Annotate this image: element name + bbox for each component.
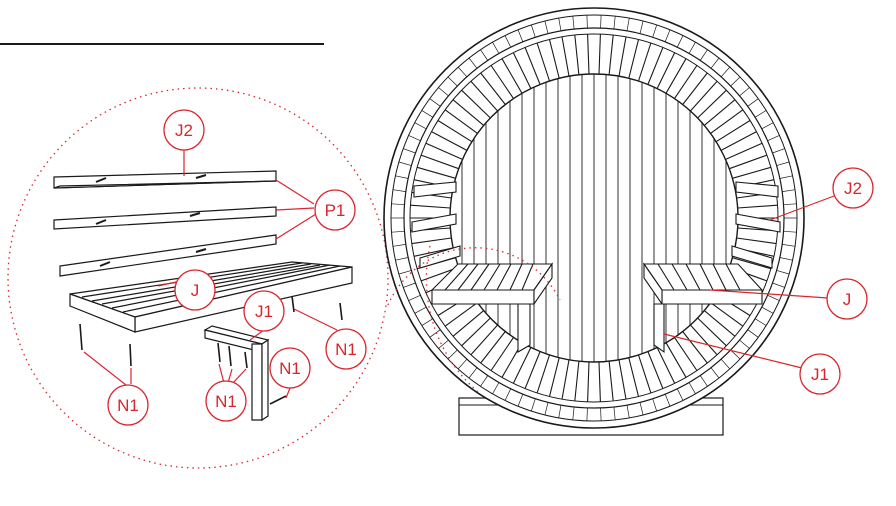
label-j2-detail: J2 [175,121,193,140]
label-j-detail: J [191,281,200,300]
callout-j1-barrel [799,353,841,395]
nails [79,295,343,405]
detail-view: J2 P1 J J1 N1 N1 N1 N1 [7,87,389,469]
label-n1-right: N1 [335,340,357,359]
barrel-leaders [663,195,835,369]
callout-j1-detail [243,290,285,332]
left-seat [430,262,554,353]
callout-j2-barrel [832,167,874,209]
callout-n1-loose [269,347,311,389]
back-wall-boards [461,74,727,362]
barrel-callouts [799,167,874,395]
label-j1-detail: J1 [255,302,273,321]
barrel-view: J2 J J1 [383,7,874,436]
detail-circle [7,87,389,469]
barrel-callout-labels: J2 J J1 [811,179,862,384]
label-j-barrel: J [843,290,852,309]
callout-j2-detail [163,109,205,151]
right-backrest [731,181,781,269]
label-j1-barrel: J1 [811,365,829,384]
left-backrest [411,181,461,269]
seat-support [203,325,270,422]
label-p1: P1 [325,201,346,220]
label-n1-loose: N1 [279,359,301,378]
label-n1-left: N1 [117,396,139,415]
callout-n1-left [107,384,149,426]
backrest-slats [53,170,277,277]
callout-n1-support [205,380,247,422]
callout-j-detail [174,269,216,311]
detail-callout-labels: J2 P1 J J1 N1 N1 N1 N1 [117,121,357,415]
callout-p1 [314,189,356,231]
callout-j-barrel [826,278,868,320]
label-n1-support: N1 [215,392,237,411]
callout-n1-right [325,328,367,370]
detail-callouts [107,109,367,426]
detail-leaders [83,149,338,399]
label-j2-barrel: J2 [844,179,862,198]
right-seat [642,262,764,354]
slat-screws [95,174,207,267]
